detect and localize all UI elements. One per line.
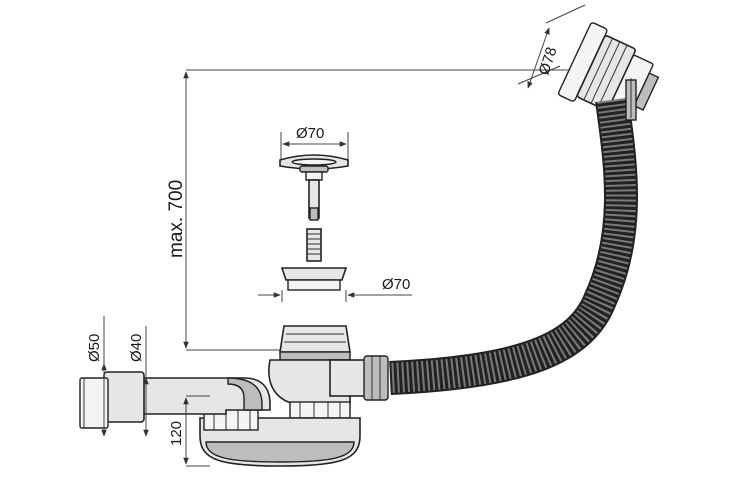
spring xyxy=(306,228,322,262)
plug-diameter-label: Ø70 xyxy=(296,125,324,142)
outlet-inner-diameter-label: Ø40 xyxy=(128,334,145,362)
max-height-label: max. 700 xyxy=(166,180,187,258)
outlet-dimensions: Ø50 Ø40 120 xyxy=(86,316,210,467)
trap-body xyxy=(199,325,389,467)
flexible-hose xyxy=(389,78,638,395)
plug-cap: Ø70 xyxy=(279,125,349,221)
overflow-cap: Ø78 xyxy=(517,4,660,115)
max-height-dimension: max. 700 xyxy=(166,69,580,351)
outlet-height-label: 120 xyxy=(168,421,185,446)
cap-diameter-label: Ø78 xyxy=(536,45,561,77)
strainer-diameter-label: Ø70 xyxy=(382,276,410,293)
outlet-outer-diameter-label: Ø50 xyxy=(86,334,103,362)
strainer: Ø70 xyxy=(258,267,412,302)
